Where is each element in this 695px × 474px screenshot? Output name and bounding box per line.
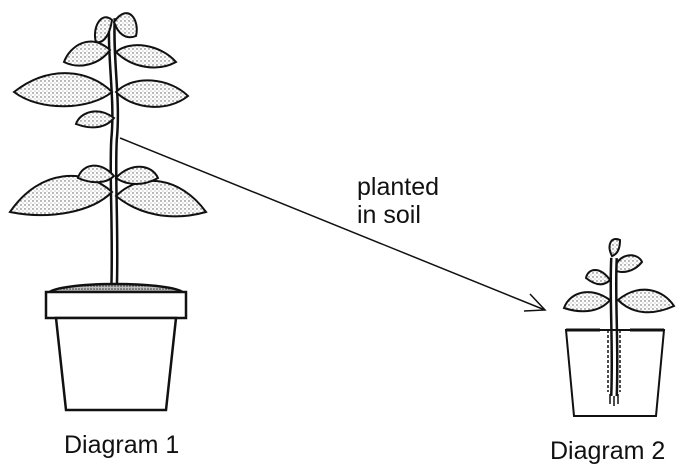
arrow-label-line-1: planted bbox=[357, 174, 487, 202]
pot-1-body bbox=[56, 318, 176, 410]
plant-1-leaf bbox=[116, 45, 176, 67]
plant-2-leaf bbox=[614, 255, 642, 272]
plant-2-leaf bbox=[610, 239, 620, 256]
plant-1-leaf bbox=[116, 167, 158, 184]
plant-1-leaf bbox=[116, 181, 206, 216]
plant-1-leaf bbox=[64, 42, 110, 66]
pot-1 bbox=[46, 284, 186, 410]
plant-1-leaf bbox=[78, 166, 114, 183]
pot-1-rim bbox=[46, 292, 186, 318]
plant-2-leaf bbox=[618, 290, 674, 313]
plant-2-leaf bbox=[564, 292, 610, 311]
plant-1-leaf bbox=[114, 13, 137, 37]
arrow-label-line-2: in soil bbox=[357, 202, 487, 230]
caption-diagram-1: Diagram 1 bbox=[64, 432, 179, 460]
caption-diagram-2: Diagram 2 bbox=[550, 438, 665, 466]
plant-1-leaf bbox=[116, 80, 188, 107]
plant-2-leaf bbox=[586, 270, 610, 284]
arrow-label: planted in soil bbox=[357, 174, 487, 229]
plant-1 bbox=[10, 13, 206, 292]
plant-1-leaf bbox=[76, 111, 114, 127]
plant-2 bbox=[564, 239, 674, 396]
plant-1-leaf bbox=[14, 73, 112, 106]
